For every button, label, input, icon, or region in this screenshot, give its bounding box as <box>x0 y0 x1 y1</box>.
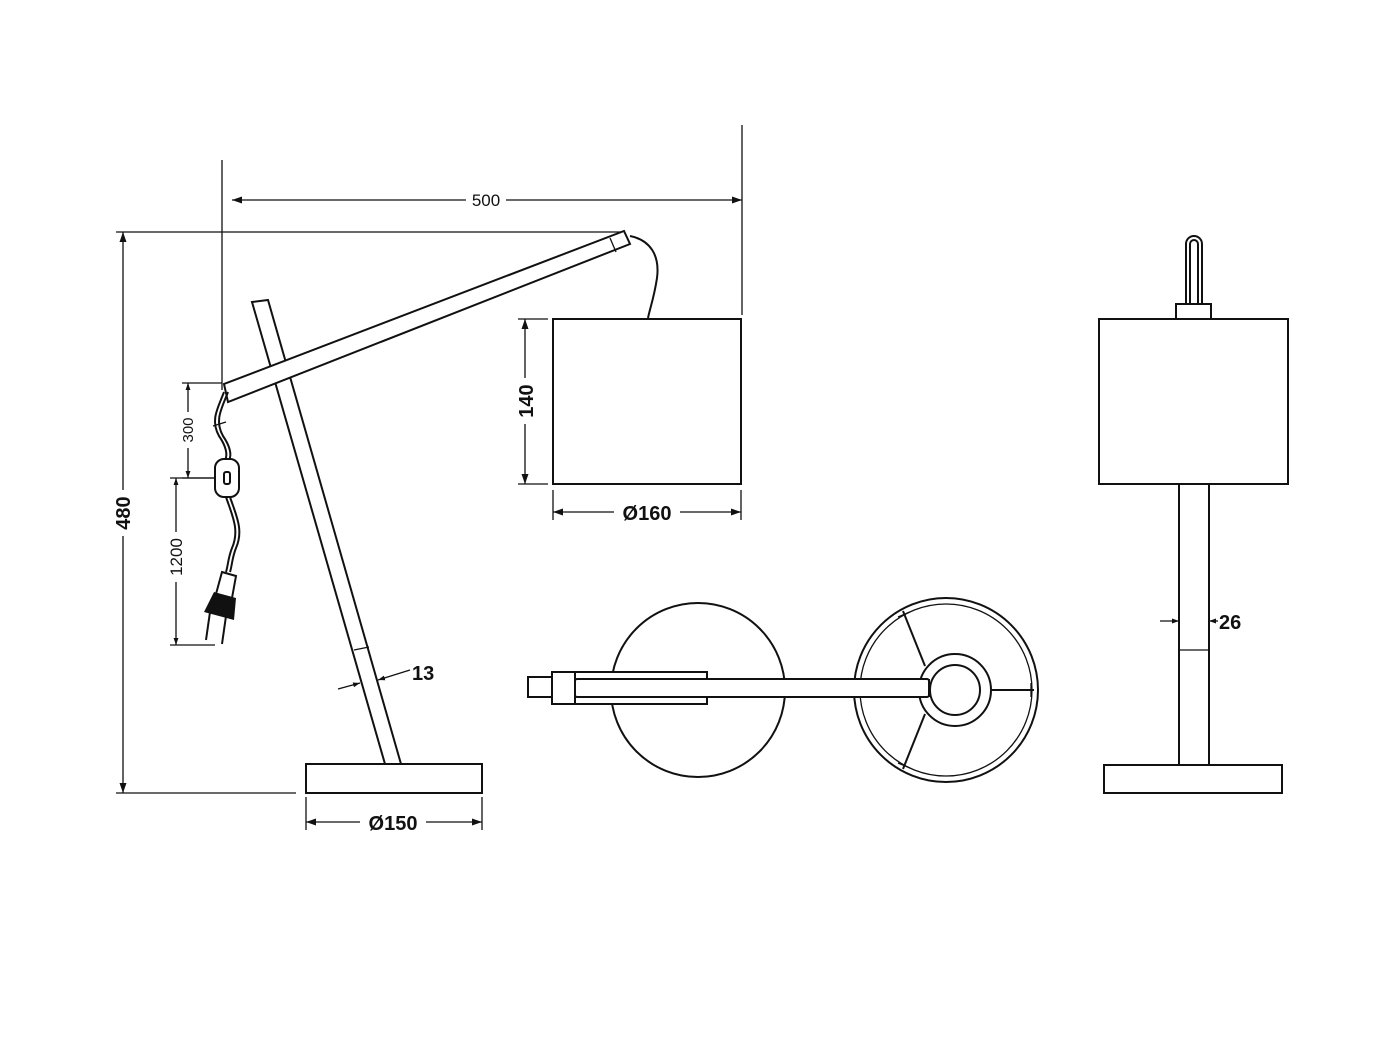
power-cable-lower <box>225 496 237 573</box>
front-hook-outer <box>1185 235 1203 306</box>
dim-label-bg <box>113 490 133 536</box>
front-shade-cap <box>1175 303 1212 320</box>
spoke-tab <box>897 611 911 618</box>
dim-label-bg <box>466 190 506 210</box>
dim-label-bg <box>180 412 196 448</box>
dim-pole-front-label: 26 <box>1219 612 1241 634</box>
front-view: 26 <box>1098 235 1289 794</box>
side-shade <box>552 318 742 485</box>
pole-joint <box>353 646 370 651</box>
front-pole <box>1178 483 1210 766</box>
dim-label-bg <box>614 500 680 524</box>
dim-cable-plug-label: 1200 <box>167 538 186 576</box>
front-shade <box>1098 318 1289 485</box>
power-plug-icon <box>204 570 238 645</box>
arm-tip-ring <box>609 237 617 253</box>
dim-label-bg <box>515 378 537 424</box>
dim-arrow-pole-left <box>337 682 361 690</box>
switch-button <box>223 471 231 485</box>
dim-shade-height-label: 140 <box>516 384 538 417</box>
top-view <box>527 597 1039 783</box>
plug-pin-left <box>205 611 211 641</box>
dim-label-bg <box>168 532 186 582</box>
dim-pole-side-label: 13 <box>412 663 434 685</box>
spoke-tab <box>897 762 911 769</box>
power-cable-upper <box>214 391 228 461</box>
plug-body <box>204 592 236 620</box>
plug-pin-right <box>221 615 227 645</box>
dim-base-diameter-label: Ø150 <box>369 813 418 835</box>
shade-hub-inner <box>929 664 981 716</box>
side-base <box>305 763 483 794</box>
cable-clip <box>212 421 227 427</box>
shade-spoke <box>902 610 926 667</box>
dim-height-label: 480 <box>113 496 135 529</box>
top-arm-bar <box>574 678 930 698</box>
side-view: 500 480 140 Ø160 Ø15 <box>113 125 743 835</box>
dim-label-bg <box>360 810 426 834</box>
power-cable-upper-2 <box>218 391 232 461</box>
power-cable-lower-2 <box>229 496 241 573</box>
shade-cable <box>629 235 659 319</box>
dim-shade-diameter-label: Ø160 <box>623 503 672 525</box>
dim-arrow-pole-right <box>377 669 411 681</box>
cable-switch-icon <box>214 458 240 498</box>
top-arm-end <box>527 676 553 698</box>
front-base <box>1103 764 1283 794</box>
dim-cable-switch-label: 300 <box>180 417 197 442</box>
front-hook-inner <box>1189 239 1199 306</box>
shade-spoke <box>902 713 926 770</box>
dim-reach-label: 500 <box>472 191 500 210</box>
